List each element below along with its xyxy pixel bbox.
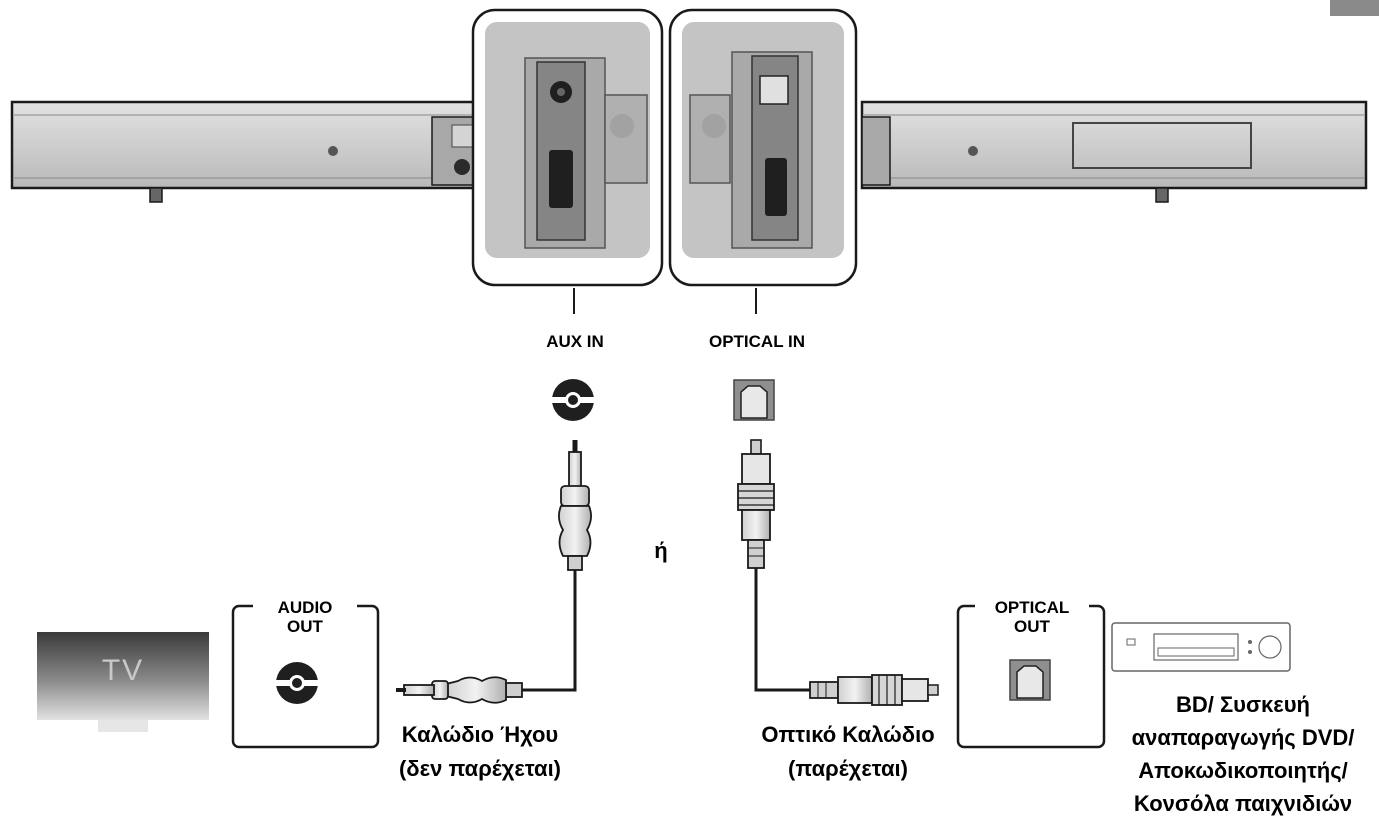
aux-in-label: AUX IN: [546, 332, 604, 351]
or-connector-label: ή: [654, 538, 668, 563]
audio-out-panel: [231, 604, 380, 749]
device-caption-line1: BD/ Συσκευή: [1175, 692, 1310, 717]
optical-cable-caption-line2: (παρέχεται): [788, 756, 908, 781]
audio-cable-wire: [520, 570, 577, 692]
dvd-player-icon: [1111, 622, 1291, 672]
optical-in-label: OPTICAL IN: [708, 332, 806, 351]
device-caption: BD/ Συσκευή αναπαραγωγής DVD/ Αποκωδικοπ…: [1112, 688, 1374, 820]
soundbar-left-section: [10, 100, 484, 203]
optical-cable-wire: [754, 568, 810, 692]
aux-in-zoom-panel: [471, 8, 664, 287]
soundbar-right-section: [860, 100, 1368, 203]
optical-cable-top-plug: [737, 439, 775, 569]
audio-cable-caption-line2: (δεν παρέχεται): [398, 756, 562, 781]
audio-out-label: AUDIO OUT: [253, 598, 357, 636]
tv-label: TV: [101, 654, 145, 687]
audio-cable-caption-line1: Καλώδιο Ήχου: [401, 722, 559, 747]
optical-cable-caption-line1: Οπτικό Καλώδιο: [761, 722, 935, 747]
device-caption-line4: Κονσόλα παιχνιδιών: [1133, 791, 1353, 816]
optical-in-zoom-panel: [668, 8, 858, 287]
optical-in-port-icon: [733, 379, 775, 421]
audio-cable-top-plug: [558, 440, 592, 571]
aux-in-jack-icon: [551, 379, 595, 421]
optical-cable-bottom-plug: [809, 674, 939, 706]
page-corner-tab: [1330, 0, 1379, 16]
device-caption-line2: αναπαραγωγής DVD/: [1131, 725, 1355, 750]
audio-cable-caption: Καλώδιο Ήχου (δεν παρέχεται): [378, 718, 582, 786]
audio-out-label-line1: AUDIO: [277, 598, 333, 617]
optical-out-label-line2: OUT: [1014, 617, 1050, 636]
tv-icon: [37, 632, 209, 732]
optical-out-label: OPTICAL OUT: [975, 598, 1089, 636]
optical-cable-caption: Οπτικό Καλώδιο (παρέχεται): [742, 718, 954, 786]
audio-cable-bottom-plug: [396, 676, 523, 704]
optical-out-panel: [956, 604, 1106, 749]
audio-out-label-line2: OUT: [287, 617, 323, 636]
optical-out-label-line1: OPTICAL: [994, 598, 1070, 617]
device-caption-line3: Αποκωδικοποιητής/: [1138, 758, 1348, 783]
